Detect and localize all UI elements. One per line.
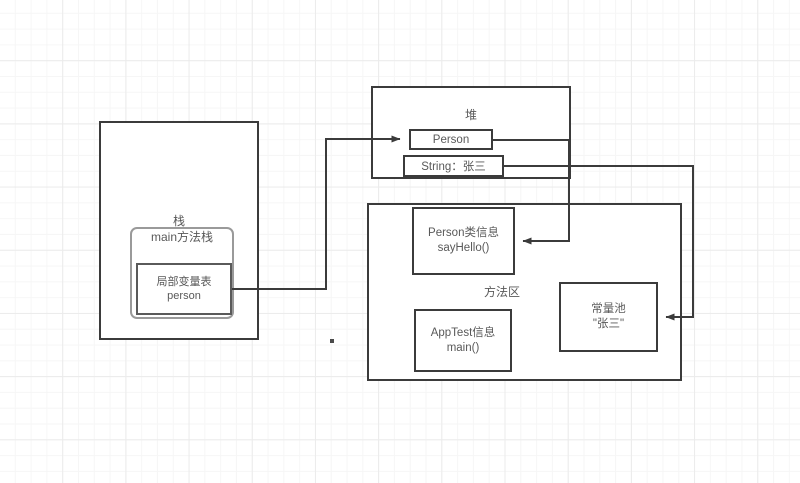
stray-dot-marker	[330, 339, 334, 343]
local-variable-table-box: 局部变量表 person	[136, 263, 232, 315]
apptest-class-method-main: main()	[446, 341, 480, 354]
method-area-region-label: 方法区	[483, 285, 520, 299]
heap-string-object-label: String：张三	[421, 161, 486, 173]
heap-person-object-box: Person	[409, 129, 493, 150]
person-class-info-box: Person类信息 sayHello()	[412, 207, 515, 275]
person-class-info-title: Person类信息	[428, 227, 499, 240]
heap-region-label: 堆	[464, 108, 477, 122]
person-class-method-sayhello: sayHello()	[437, 242, 490, 254]
heap-person-object-label: Person	[432, 133, 470, 146]
heap-string-object-box: String：张三	[403, 155, 504, 177]
local-variable-table-title: 局部变量表	[156, 275, 212, 288]
constant-pool-value: "张三"	[592, 318, 625, 330]
apptest-class-info-box: AppTest信息 main()	[414, 309, 512, 372]
constant-pool-title: 常量池	[591, 303, 626, 316]
local-variable-person: person	[167, 290, 201, 302]
main-method-frame-label: main方法栈	[150, 230, 213, 244]
apptest-class-info-title: AppTest信息	[430, 326, 496, 339]
stack-region-label: 栈	[172, 214, 185, 228]
constant-pool-box: 常量池 "张三"	[559, 282, 658, 352]
